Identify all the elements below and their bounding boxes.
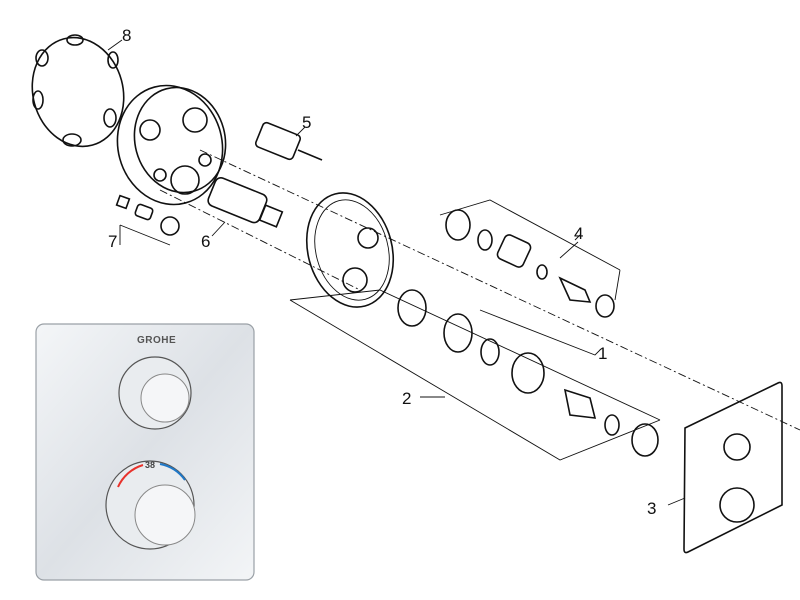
assembly-axis <box>199 149 800 431</box>
diverter-knob[interactable] <box>140 373 190 423</box>
mounting-plate <box>305 192 395 308</box>
part-4-diverter-parts <box>439 199 621 318</box>
part-5-cartridge <box>254 121 323 161</box>
callout-6: 6 <box>201 232 211 251</box>
brand-logo-text: GROHE <box>137 335 177 346</box>
temperature-marking: 38 <box>145 460 156 470</box>
hot-indicator <box>117 464 144 488</box>
callout-5: 5 <box>302 113 312 132</box>
part-6-thermo-cartridge <box>207 176 284 237</box>
thermostat-knob[interactable] <box>134 484 196 546</box>
callout-4: 4 <box>574 224 584 243</box>
callout-3: 3 <box>647 499 657 518</box>
callout-2: 2 <box>402 389 412 408</box>
part-1-2-thermostat-parts <box>289 289 661 461</box>
product-photo <box>35 323 255 581</box>
valve-body <box>116 84 227 206</box>
part-8-seal-ring <box>31 34 125 148</box>
faceplate <box>35 323 255 581</box>
cold-indicator <box>159 463 186 481</box>
part-3-cover-plate <box>667 381 783 554</box>
callout-7: 7 <box>108 232 118 251</box>
part-7-check-valves <box>115 194 180 246</box>
callout-8: 8 <box>122 26 132 45</box>
assembly-axis-lower <box>159 189 361 291</box>
callout-1: 1 <box>598 344 608 363</box>
